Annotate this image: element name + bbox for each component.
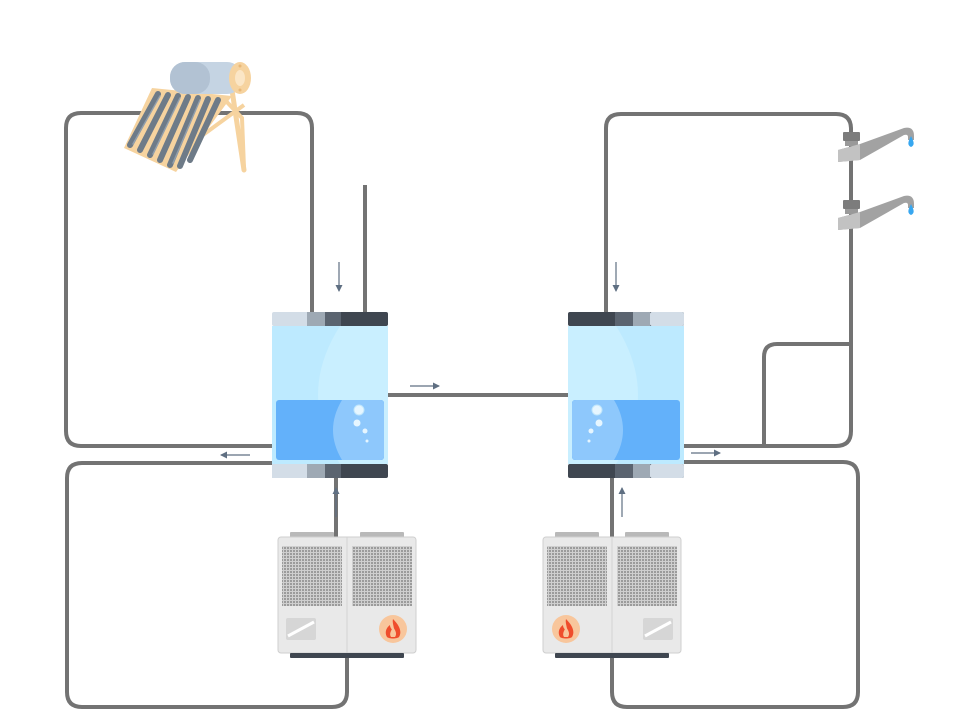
flow-arrow-icon <box>691 449 721 457</box>
faucet-icon <box>838 195 914 230</box>
heat-pump-icon <box>277 532 417 658</box>
water-drop-icon <box>908 136 914 147</box>
water-tank-icon <box>272 312 388 478</box>
pipe-hot-return <box>762 342 851 446</box>
flow-arrow-icon <box>332 487 340 517</box>
pipe-left-pump-loop <box>65 461 349 709</box>
pipe-hot-supply-loop <box>604 112 853 448</box>
flow-arrow-icon <box>410 382 440 390</box>
water-tank-icon <box>568 312 684 478</box>
flow-arrow-icon <box>335 262 343 292</box>
pipe-network <box>64 111 860 709</box>
water-drop-icon <box>908 204 914 215</box>
faucet-icon <box>838 127 914 162</box>
flow-arrow-icon <box>220 451 250 459</box>
solar-water-heater-icon <box>124 62 251 173</box>
flow-arrow-icon <box>618 487 626 517</box>
flame-icon <box>379 615 407 643</box>
pipe-right-pump-loop <box>610 460 860 709</box>
flow-arrows <box>220 262 721 517</box>
flame-icon <box>552 615 580 643</box>
pipe-solar-loop <box>64 111 314 448</box>
flow-arrow-icon <box>612 262 620 292</box>
heat-pump-icon <box>542 532 682 658</box>
